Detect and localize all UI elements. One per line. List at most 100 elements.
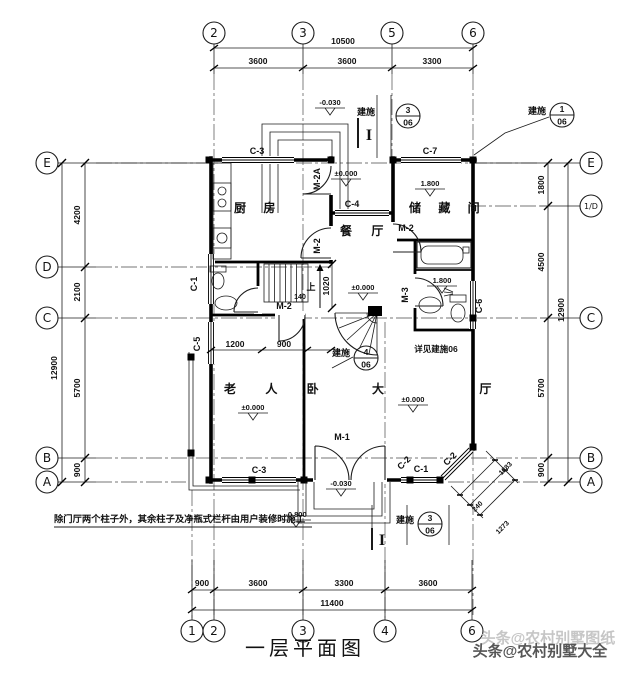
dim-bottom-3: 3300	[335, 578, 354, 588]
axis-bubbles-right: E 1/D C B A	[579, 151, 603, 494]
window-label-c7: C-7	[423, 146, 438, 156]
detail-bubbles: 建施 3 06 建施 1 06 建施 4 06 详见建施06 建施 3 06	[331, 102, 575, 537]
detail-right-num: 1	[560, 104, 565, 114]
door-label-m2-bedroom: M-2	[276, 301, 292, 311]
columns	[187, 156, 477, 484]
door-label-m1: M-1	[334, 432, 350, 442]
axis-top-3: 3	[299, 26, 307, 40]
detail-stair-sheet: 06	[361, 360, 371, 370]
dim-int-900: 900	[277, 339, 291, 349]
axis-bubbles-bottom: 1 2 3 4 6	[180, 619, 484, 643]
axis-left-d: D	[42, 260, 51, 274]
dim-left-4: 900	[72, 463, 82, 477]
axis-bubbles-left: E D C B A	[35, 151, 59, 494]
title-block: 一层平面图	[245, 638, 365, 660]
dim-right-4: 900	[536, 463, 546, 477]
dim-bottom-4: 3600	[419, 578, 438, 588]
veranda	[188, 352, 300, 491]
level-ground: -0.800	[285, 510, 306, 519]
axis-top-2: 2	[210, 26, 218, 40]
axis-right-c: C	[587, 311, 595, 325]
level-dining: ±0.000	[335, 169, 358, 178]
detail-rear-label: 建施	[357, 106, 375, 117]
section-marks: I I 上	[306, 127, 385, 549]
room-label-bedroom: 老 人 卧	[224, 381, 332, 396]
window-label-c6: C-6	[474, 299, 484, 314]
interior-dims: 1200 900 140 1020	[206, 276, 336, 354]
axis-bottom-4: 4	[381, 624, 389, 638]
detail-stair-num: 4	[364, 347, 369, 357]
detail-stair-label: 建施	[332, 347, 350, 358]
level-bath: 1.800	[433, 276, 452, 285]
detail-right-sheet: 06	[557, 117, 567, 127]
axis-bubbles-top: 2 3 5 6	[202, 21, 485, 45]
level-rear-porch: -0.030	[319, 98, 340, 107]
dim-right-overall: 12900	[556, 298, 566, 322]
axis-right-e: E	[587, 156, 595, 170]
door-label-m3: M-3	[400, 287, 410, 303]
door-label-m2a: M-2A	[312, 168, 322, 190]
staircase	[263, 259, 382, 356]
window-label-c5: C-5	[192, 337, 202, 352]
door-label-m2-dining: M-2	[312, 238, 322, 254]
axis-bottom-2: 2	[210, 624, 218, 638]
dim-int-1200: 1200	[226, 339, 245, 349]
level-front-porch: -0.030	[330, 479, 351, 488]
detail-rear-num: 3	[406, 105, 411, 115]
room-label-kitchen: 厨 房	[234, 200, 282, 215]
level-hall: ±0.000	[402, 395, 425, 404]
room-label-storage: 储 藏 间	[409, 200, 487, 215]
window-label-c3-bottom: C-3	[252, 465, 267, 475]
bathroom-right-fixtures	[416, 241, 472, 323]
door-swings	[233, 165, 444, 481]
dim-right-3: 5700	[536, 378, 546, 397]
detail-right-label: 建施	[528, 105, 546, 116]
dim-left-2: 2100	[72, 282, 82, 301]
detail-front-sheet: 06	[425, 526, 435, 536]
dim-bottom-overall: 11400	[320, 598, 343, 608]
level-bedroom: ±0.000	[242, 403, 265, 412]
dim-left-1: 4200	[72, 205, 82, 224]
section-mark-bottom: I	[379, 532, 385, 549]
stair-up-label: 上	[306, 281, 315, 292]
drawing-title: 一层平面图	[245, 638, 365, 660]
window-label-c4: C-4	[345, 199, 360, 209]
level-storage: 1.800	[421, 179, 440, 188]
level-marks: ±0.000 ±0.000 ±0.000 ±0.000 1.800 1.800 …	[238, 98, 457, 528]
window-label-c1-bay: C-1	[414, 464, 429, 474]
axis-bottom-6: 6	[468, 624, 476, 638]
front-porch	[297, 482, 450, 550]
axis-left-b: B	[43, 451, 51, 465]
dim-top-2: 3600	[338, 56, 357, 66]
axis-bottom-3: 3	[299, 624, 307, 638]
dim-top-1: 3600	[249, 56, 268, 66]
bathroom-left-fixtures	[209, 265, 238, 311]
kitchen-fixtures	[212, 162, 232, 260]
axis-right-b: B	[587, 451, 595, 465]
watermark-main: 头条@农村别墅大全	[473, 642, 609, 660]
watermark-ghost: 头条@农村别墅图纸	[481, 629, 616, 647]
dim-chain-right: 1800 4500 5700 900 12900	[476, 158, 580, 487]
dim-top-3: 3300	[423, 56, 442, 66]
axis-top-6: 6	[469, 26, 477, 40]
dim-chain-left: 4200 2100 5700 900 12900	[49, 158, 205, 487]
detail-rear-sheet: 06	[403, 118, 413, 128]
detail-front-num: 3	[428, 513, 433, 523]
axis-left-c: C	[43, 311, 51, 325]
note-text: 除门厅两个柱子外，其余柱子及净瓶式栏杆由用户装修时施工	[54, 513, 306, 524]
axis-left-e: E	[43, 156, 51, 170]
window-label-c3-top: C-3	[250, 146, 265, 156]
dim-chain-bottom: 900 3600 3300 3600 11400	[187, 560, 477, 620]
axis-top-5: 5	[388, 26, 396, 40]
window-label-c2-a: C-2	[395, 454, 412, 471]
dim-left-3: 5700	[72, 378, 82, 397]
dim-int-1020: 1020	[321, 276, 331, 295]
axis-left-a: A	[43, 475, 52, 489]
section-mark-top: I	[366, 127, 372, 144]
detail-stair-note: 详见建施06	[414, 344, 458, 354]
detail-front-label: 建施	[396, 514, 414, 525]
door-label-m2-storage: M-2	[398, 223, 414, 233]
room-label-hall: 大 厅	[372, 381, 537, 396]
